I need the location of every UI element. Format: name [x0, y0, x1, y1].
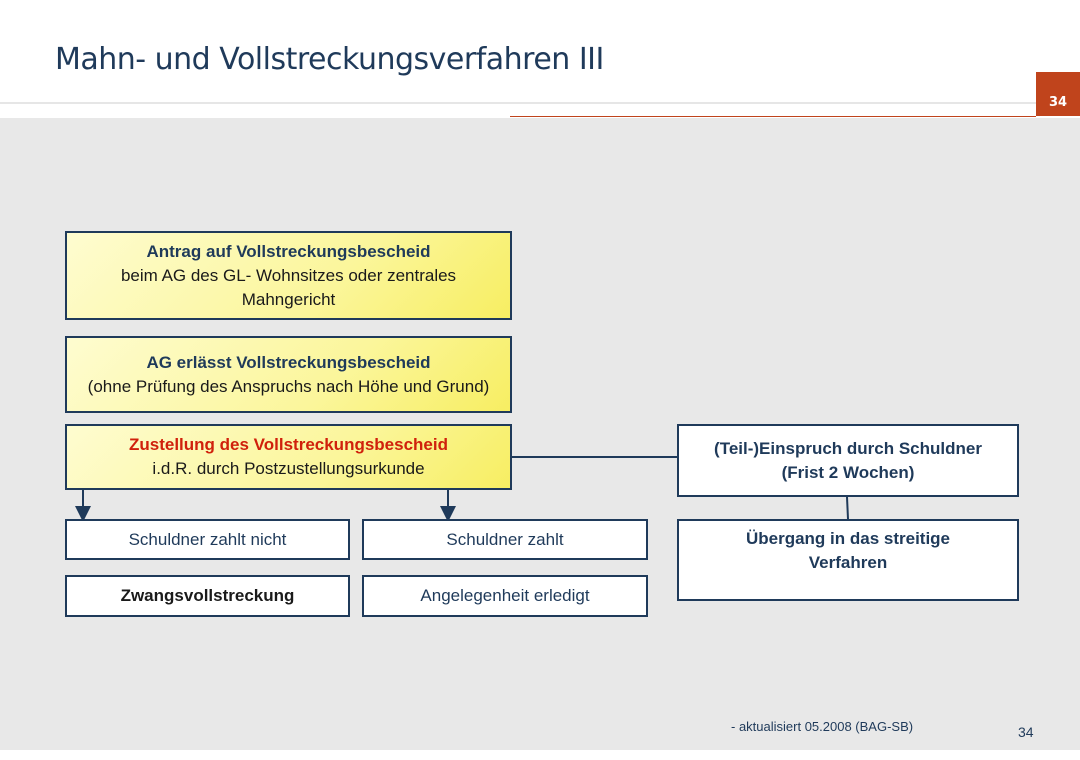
box-ag-erlaesst-title: AG erlässt Vollstreckungsbescheid — [146, 352, 431, 372]
box-zustellung-title: Zustellung des Vollstreckungsbescheid — [129, 435, 448, 454]
box-antrag: Antrag auf Vollstreckungsbescheid beim A… — [65, 231, 512, 320]
box-zwangsvollstreckung: Zwangsvollstreckung — [65, 575, 350, 617]
header-accent-line — [510, 116, 1036, 117]
box-einspruch-line2: (Frist 2 Wochen) — [781, 462, 915, 482]
box-zustellung: Zustellung des Vollstreckungsbescheid i.… — [65, 424, 512, 490]
connector-einspruch-uebergang — [846, 496, 849, 520]
header-divider — [0, 102, 1036, 104]
box-antrag-text: beim AG des GL- Wohnsitzes oder zentrale… — [120, 265, 457, 309]
box-zwangsvollstreckung-label: Zwangsvollstreckung — [120, 586, 295, 605]
box-schuldner-zahlt: Schuldner zahlt — [362, 519, 648, 560]
box-antrag-title: Antrag auf Vollstreckungsbescheid — [146, 241, 431, 261]
box-schuldner-zahlt-nicht: Schuldner zahlt nicht — [65, 519, 350, 560]
box-schuldner-zahlt-nicht-label: Schuldner zahlt nicht — [128, 529, 287, 549]
box-angelegenheit-erledigt: Angelegenheit erledigt — [362, 575, 648, 617]
box-angelegenheit-erledigt-label: Angelegenheit erledigt — [420, 586, 590, 605]
slide-number-badge: 34 — [1036, 72, 1080, 116]
box-einspruch-line1: (Teil-)Einspruch durch Schuldner — [714, 438, 982, 458]
page-number: 34 — [1018, 724, 1034, 740]
box-einspruch: (Teil-)Einspruch durch Schuldner (Frist … — [677, 424, 1019, 497]
slide-title: Mahn- und Vollstreckungsverfahren III — [55, 42, 604, 77]
footer-note: - aktualisiert 05.2008 (BAG-SB) — [731, 719, 914, 734]
box-zustellung-text: i.d.R. durch Postzustellungsurkunde — [152, 459, 425, 478]
box-uebergang: Übergang in das streitige Verfahren — [677, 519, 1019, 601]
box-schuldner-zahlt-label: Schuldner zahlt — [446, 529, 564, 549]
box-ag-erlaesst-text: (ohne Prüfung des Anspruchs nach Höhe un… — [87, 376, 490, 396]
box-uebergang-label: Übergang in das streitige Verfahren — [745, 529, 951, 572]
box-ag-erlaesst: AG erlässt Vollstreckungsbescheid (ohne … — [65, 336, 512, 413]
